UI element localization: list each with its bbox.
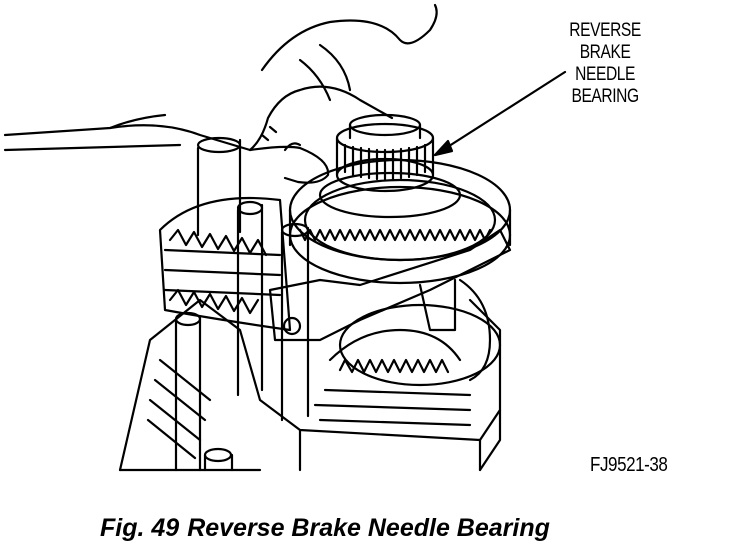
tool-shaft	[196, 136, 242, 237]
callout-line-1: REVERSE	[569, 20, 641, 41]
planetary-gearset	[268, 158, 512, 387]
alignment-pins	[174, 200, 310, 472]
figure-number: Fig. 49	[100, 514, 180, 542]
callout-line-3: NEEDLE	[575, 64, 636, 85]
callout-arrowhead	[433, 139, 454, 157]
figure-title: Reverse Brake Needle Bearing	[187, 514, 550, 542]
needle-bearing-illustration	[318, 113, 462, 219]
callout-line-2: BRAKE	[579, 42, 631, 63]
callout-line-4: BEARING	[571, 86, 639, 107]
callout-leader	[433, 70, 567, 157]
left-gear-cluster	[158, 196, 292, 332]
hand-illustration	[3, 3, 438, 184]
transmission-case	[118, 298, 502, 472]
callout-label: REVERSE BRAKE NEEDLE BEARING	[560, 20, 650, 108]
figure-id: FJ9521-38	[590, 454, 668, 476]
